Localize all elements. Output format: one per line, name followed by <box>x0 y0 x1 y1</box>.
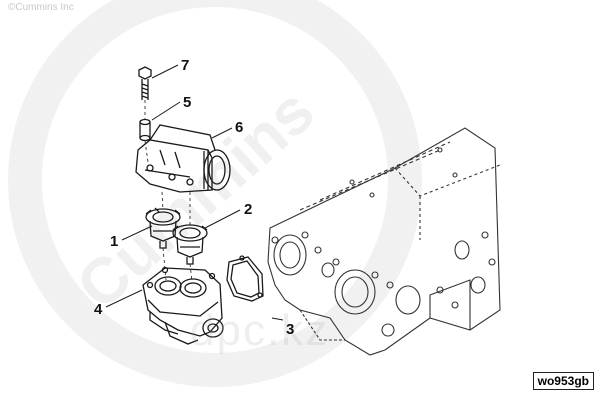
part-4-thermostat-housing <box>142 266 224 345</box>
svg-text:Cummins: Cummins <box>63 74 328 323</box>
callout-leaders <box>105 64 284 321</box>
callout-7: 7 <box>181 57 190 74</box>
part-6-outlet-connection <box>135 124 231 193</box>
part-7-capscrew <box>138 66 152 100</box>
callout-6: 6 <box>235 119 244 136</box>
callout-1: 1 <box>110 233 119 250</box>
callout-2: 2 <box>244 201 253 218</box>
alignment-lines <box>144 100 193 282</box>
part-5-spacer <box>139 118 151 142</box>
copyright-text: ©Cummins Inc <box>8 2 74 13</box>
figure-id-label: wo953gb <box>532 372 594 390</box>
engine-block <box>267 127 501 356</box>
callout-3: 3 <box>286 321 295 338</box>
site-watermark: dpc.kz <box>190 306 329 355</box>
callout-5: 5 <box>183 94 192 111</box>
part-1-thermostat <box>145 207 181 249</box>
callout-4: 4 <box>94 301 103 318</box>
part-3-gasket <box>226 255 264 302</box>
